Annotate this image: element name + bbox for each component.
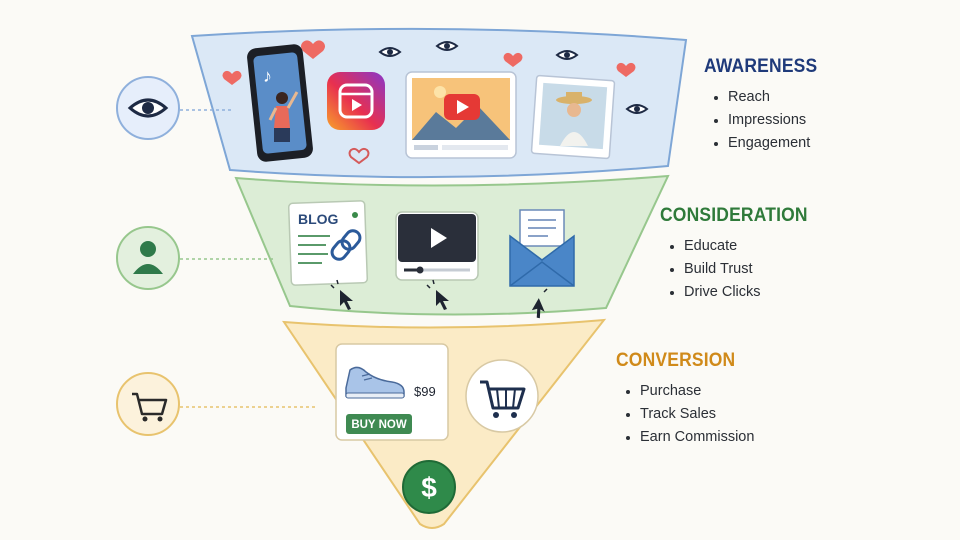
heart-icon <box>348 147 370 165</box>
conversion-list: Purchase Track Sales Earn Commission <box>616 380 754 449</box>
list-item: Drive Clicks <box>670 281 821 304</box>
heart-icon <box>301 40 325 59</box>
dollar-symbol: $ <box>421 472 437 503</box>
list-item: Build Trust <box>670 258 821 281</box>
svg-text:♪: ♪ <box>263 66 272 86</box>
link-icon <box>330 229 362 261</box>
eye-icon <box>625 104 649 114</box>
instagram-reels-icon <box>327 72 385 130</box>
list-item: Purchase <box>626 380 754 403</box>
list-item: Track Sales <box>626 403 754 426</box>
play-icon <box>431 228 447 248</box>
video-thumbnail-card <box>405 71 517 159</box>
cursor-icon <box>426 279 449 310</box>
heart-icon <box>503 52 523 67</box>
awareness-badge <box>116 76 180 140</box>
person-with-hat-icon <box>556 92 592 146</box>
conversion-badge <box>116 372 180 436</box>
play-button-icon <box>444 94 480 120</box>
buy-now-label: BUY NOW <box>351 419 407 431</box>
eye-icon <box>127 98 169 118</box>
cursor-icon <box>531 288 548 319</box>
eye-icon <box>435 41 459 51</box>
conversion-title: CONVERSION <box>616 350 736 371</box>
awareness-block: AWARENESS Reach Impressions Engagement <box>704 56 827 155</box>
awareness-title: AWARENESS <box>704 56 818 77</box>
consideration-list: Educate Build Trust Drive Clicks <box>660 235 821 304</box>
heart-icon <box>222 70 242 85</box>
list-item: Engagement <box>714 132 827 155</box>
consideration-badge <box>116 226 180 290</box>
dollar-coin-icon: $ <box>402 460 456 514</box>
blog-card: BLOG <box>287 200 369 286</box>
phone-video-card: ♪ <box>247 44 313 162</box>
blog-label: BLOG <box>298 211 339 227</box>
email-envelope-icon <box>509 209 575 287</box>
product-price: $99 <box>414 384 436 399</box>
eye-icon <box>378 47 402 57</box>
consideration-block: CONSIDERATION Educate Build Trust Drive … <box>660 205 821 304</box>
conversion-block: CONVERSION Purchase Track Sales Earn Com… <box>616 350 754 449</box>
list-item: Impressions <box>714 109 827 132</box>
dancing-person-icon <box>268 91 299 142</box>
heart-icon <box>616 62 636 77</box>
cart-badge <box>465 359 539 433</box>
buy-now-button[interactable]: BUY NOW <box>346 414 412 434</box>
awareness-list: Reach Impressions Engagement <box>704 86 827 155</box>
tiktok-icon: ♪ <box>263 66 272 86</box>
list-item: Educate <box>670 235 821 258</box>
consideration-title: CONSIDERATION <box>660 205 808 226</box>
influencer-photo-card <box>530 74 616 160</box>
list-item: Earn Commission <box>626 426 754 449</box>
user-icon <box>133 241 163 274</box>
sneaker-icon <box>345 366 405 399</box>
cursor-icon <box>330 279 353 310</box>
eye-icon <box>555 50 579 60</box>
cart-icon <box>132 392 168 422</box>
list-item: Reach <box>714 86 827 109</box>
shopping-cart-icon <box>480 380 526 418</box>
video-player-card <box>395 211 479 281</box>
